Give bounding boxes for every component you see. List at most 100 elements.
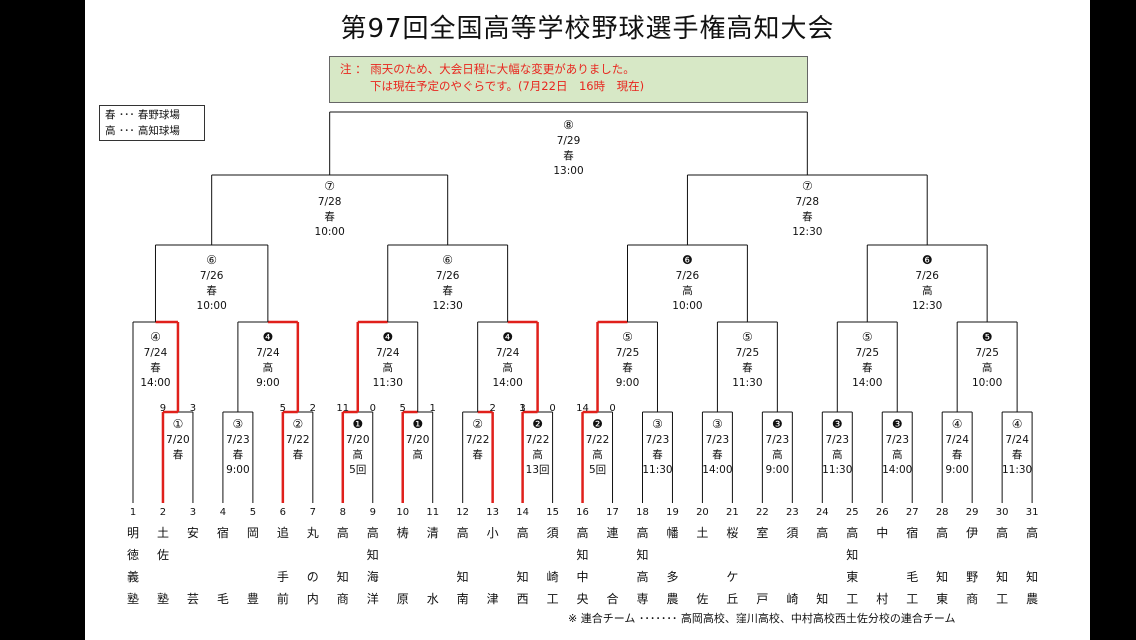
team-name-1-char-1: 明 [127, 526, 139, 540]
game-f2-time: 12:30 [792, 226, 822, 238]
rain-notice: 注 ： 雨天のため、大会日程に大幅な変更がありました。 下は現在予定のやぐらです… [329, 56, 808, 103]
game-g4-date: 7/20 [346, 434, 370, 446]
game-q1-round: ④ [150, 330, 161, 344]
team-name-7-char-3: の [307, 570, 319, 584]
game-q6-venue: 春 [742, 362, 753, 374]
team-name-27-char-4: 工 [906, 592, 918, 606]
game-s2-round: ⑥ [442, 253, 453, 267]
game-g12-date: 7/23 [825, 434, 849, 446]
game-g7-time: 13回 [526, 464, 550, 476]
game-f1-round: ⑦ [324, 179, 335, 193]
game-s3-time: 10:00 [672, 300, 702, 312]
game-q8-round: ❺ [982, 330, 993, 344]
game-g6-round: ② [472, 417, 483, 431]
team-number-9: 9 [370, 507, 376, 518]
game-q1-time: 14:00 [140, 377, 170, 389]
team-name-24-char-4: 知 [816, 592, 828, 606]
game-s1-time: 10:00 [197, 300, 227, 312]
game-g14-time: 9:00 [945, 464, 969, 476]
team-number-11: 11 [426, 507, 439, 518]
game-q4-date: 7/24 [496, 347, 520, 359]
game-g12-round: ❸ [832, 417, 843, 431]
team-number-21: 21 [726, 507, 739, 518]
game-q7-venue: 春 [862, 362, 873, 374]
team-name-9-char-4: 洋 [367, 591, 379, 606]
score-left-13: 2 [489, 403, 495, 414]
team-name-6-char-1: 追 [277, 525, 289, 540]
team-name-11-char-1: 清 [427, 526, 439, 540]
game-q7-time: 14:00 [852, 377, 882, 389]
game-g5-round: ❶ [412, 417, 423, 431]
game-g1-venue: 春 [173, 449, 184, 461]
venue-legend: 春 ･･･ 春野球場 高 ･･･ 高知球場 [99, 105, 205, 141]
team-number-6: 6 [280, 507, 286, 518]
game-q6-round: ⑤ [742, 330, 753, 344]
game-g10-date: 7/23 [706, 434, 730, 446]
team-name-25-char-3: 東 [846, 570, 858, 584]
game-g13-date: 7/23 [885, 434, 909, 446]
team-number-30: 30 [996, 507, 1009, 518]
game-f2-round: ⑦ [802, 179, 813, 193]
team-name-30-char-3: 知 [996, 570, 1008, 584]
team-name-26-char-4: 村 [876, 592, 888, 606]
game-g8-time: 5回 [589, 464, 606, 476]
team-name-25-char-4: 工 [846, 592, 858, 606]
score-right-13: 3 [519, 403, 525, 414]
game-q7-date: 7/25 [855, 347, 879, 359]
game-g9-time: 11:30 [642, 464, 672, 476]
team-name-25-char-2: 知 [846, 548, 858, 562]
score-right-10: 1 [430, 403, 436, 414]
game-g13-time: 14:00 [882, 464, 912, 476]
game-g14-date: 7/24 [945, 434, 969, 446]
game-s1-round: ⑥ [206, 253, 217, 267]
team-name-18-char-4: 専 [636, 592, 648, 606]
team-name-8-char-3: 知 [337, 570, 349, 584]
team-name-3-char-1: 安 [187, 525, 199, 540]
score-right-2: 3 [190, 403, 196, 414]
team-name-26-char-1: 中 [876, 525, 888, 540]
team-name-19-char-4: 農 [666, 592, 678, 606]
game-q4-venue: 高 [502, 361, 513, 374]
team-name-12-char-4: 南 [457, 591, 469, 606]
game-g4-round: ❶ [352, 417, 363, 431]
game-f2-venue: 春 [802, 211, 813, 223]
team-name-16-char-3: 中 [577, 569, 589, 584]
team-number-31: 31 [1026, 507, 1039, 518]
team-number-15: 15 [546, 507, 559, 518]
game-q6-time: 11:30 [732, 377, 762, 389]
footnote: ※ 連合チーム ･･･････ 高岡高校、窪川高校、中村高校西土佐分校の連合チー… [568, 612, 956, 625]
team-name-28-char-3: 知 [936, 570, 948, 584]
team-number-12: 12 [456, 507, 469, 518]
game-f2-date: 7/28 [796, 196, 820, 208]
team-name-19-char-3: 多 [666, 570, 678, 584]
game-q2-time: 9:00 [256, 377, 280, 389]
game-g9-round: ③ [652, 417, 663, 431]
team-name-19-char-1: 幡 [666, 525, 678, 540]
game-g11-time: 9:00 [766, 464, 790, 476]
game-q8-date: 7/25 [975, 347, 999, 359]
team-name-24-char-1: 高 [816, 525, 828, 540]
game-g10-venue: 春 [712, 449, 723, 461]
page-title: 第97回全国高等学校野球選手権高知大会 [340, 14, 835, 44]
team-name-18-char-3: 高 [636, 569, 648, 584]
game-s2-time: 12:30 [433, 300, 463, 312]
game-g8-venue: 高 [592, 448, 603, 461]
team-name-29-char-4: 商 [966, 591, 978, 606]
team-name-15-char-4: 工 [547, 592, 559, 606]
team-name-18-char-1: 高 [636, 525, 648, 540]
team-name-29-char-1: 伊 [966, 526, 978, 540]
team-name-12-char-1: 高 [457, 525, 469, 540]
game-q2-round: ❹ [262, 330, 273, 344]
team-name-7-char-4: 内 [307, 592, 319, 606]
team-number-17: 17 [606, 507, 619, 518]
game-q5-venue: 春 [622, 362, 633, 374]
game-q2-venue: 高 [263, 361, 274, 374]
team-name-14-char-4: 西 [517, 592, 529, 606]
game-s2-date: 7/26 [436, 270, 460, 282]
game-q3-date: 7/24 [376, 347, 400, 359]
game-q5-time: 9:00 [616, 377, 640, 389]
game-q4-round: ❹ [502, 330, 513, 344]
team-number-7: 7 [310, 507, 316, 518]
game-g5-date: 7/20 [406, 434, 430, 446]
team-name-21-char-1: 桜 [726, 526, 738, 540]
